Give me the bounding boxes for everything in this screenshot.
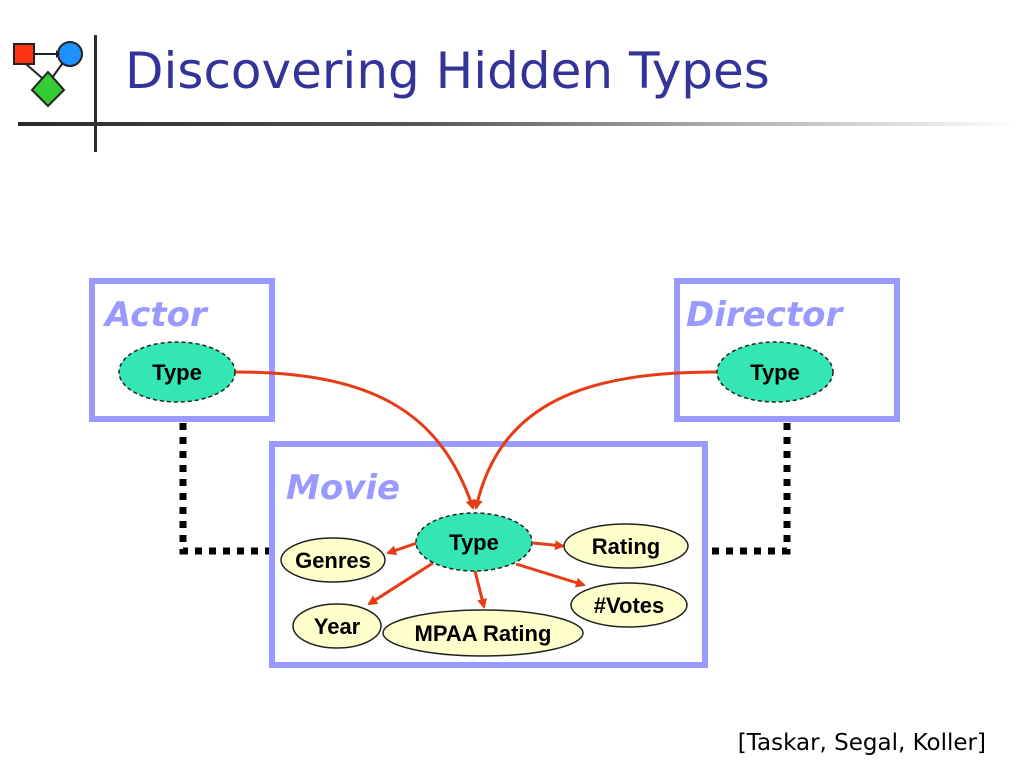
genres-label: Genres	[295, 548, 371, 573]
slide-logo-icon	[13, 41, 83, 108]
rating-node	[563, 523, 689, 569]
citation: [Taskar, Segal, Koller]	[737, 730, 986, 756]
year-label: Year	[314, 614, 361, 639]
actor-type-label: Type	[152, 360, 202, 385]
director-type-node	[716, 341, 834, 403]
actor-type-node	[118, 341, 236, 403]
actor-movie-dotted-connector	[179, 423, 272, 555]
director-type-label: Type	[750, 360, 800, 385]
dependency-edges	[234, 370, 718, 609]
genres-node	[280, 537, 386, 583]
actor-class-label: Actor	[102, 295, 209, 335]
edge-director-type-to-movie-type	[472, 370, 718, 510]
movie-type-label: Type	[449, 530, 499, 555]
title-underline	[18, 122, 1018, 126]
edge-type-to-mpaa-rating	[473, 570, 487, 609]
rating-label: Rating	[592, 534, 660, 559]
edge-actor-type-to-movie-type	[234, 370, 476, 510]
mpaa-rating-node	[382, 609, 584, 657]
edge-type-to-genres	[386, 541, 418, 556]
director-movie-dotted-connector	[705, 423, 791, 555]
votes-node	[570, 582, 688, 628]
movie-class-label: Movie	[286, 468, 400, 508]
movie-type-node	[415, 512, 533, 572]
slide-title: Discovering Hidden Types	[125, 42, 770, 100]
edge-type-to-rating	[532, 540, 565, 551]
year-node	[292, 603, 382, 649]
edge-type-to-votes	[515, 562, 586, 588]
votes-label: #Votes	[594, 593, 665, 618]
mpaa-rating-label: MPAA Rating	[415, 621, 552, 646]
director-class-label: Director	[686, 295, 844, 335]
title-vertical-rule	[94, 35, 97, 152]
dotted-connectors	[179, 423, 791, 555]
edge-type-to-year	[367, 561, 434, 606]
